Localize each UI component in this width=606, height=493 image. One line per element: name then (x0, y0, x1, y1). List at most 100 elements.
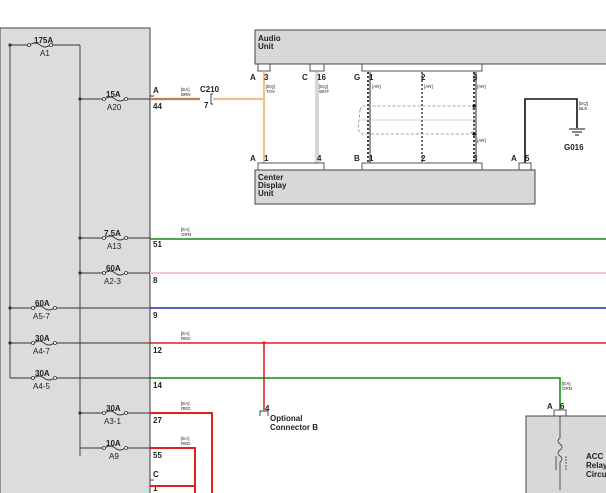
fuse-a3-1: 30A A3-1 (80, 404, 150, 426)
shield-label-2: [AR] (424, 84, 433, 89)
audio-unit-box (254, 29, 606, 65)
ground-symbol (569, 128, 585, 136)
pin-12: 12 (153, 346, 162, 355)
wire-green-14 (150, 377, 561, 410)
display-conn-a: A (250, 154, 256, 163)
fuse-a20-rating: 15A (106, 90, 121, 99)
wire-a20-label-b: BRN (181, 92, 191, 97)
audio-pin-g3: 3 (473, 73, 478, 82)
fuse-a2-3: 60A A2-3 (80, 264, 150, 286)
optional-connector-line2: Connector B (270, 423, 318, 432)
fuse-block-bus-lines (9, 44, 81, 456)
display-pin-b2: 2 (421, 154, 426, 163)
wire-a20-label-a: [EA] (181, 87, 190, 92)
shield-label-1: [AR] (372, 84, 381, 89)
fuse-block-conn-a: A (153, 86, 159, 95)
fuse-a2-3-name: A2-3 (104, 277, 121, 286)
fuse-a4-7-rating: 30A (35, 334, 50, 343)
audio-unit-connectors (257, 63, 483, 72)
wire-p12-label-a: [EA] (181, 331, 190, 336)
fuse-a3-1-rating: 30A (106, 404, 121, 413)
wire-audio16-label-b: WHT (319, 89, 329, 94)
display-pin-a1: 1 (264, 154, 269, 163)
pin-14: 14 (153, 381, 162, 390)
wire-ground-label-b: BLK (579, 106, 588, 111)
fuse-a9-name: A9 (109, 452, 119, 461)
center-display-box (254, 169, 536, 205)
fuse-block-connector (149, 95, 154, 490)
fuse-a4-7-name: A4-7 (33, 347, 50, 356)
wire-a13-label-a: [EA] (181, 227, 190, 232)
audio-conn-c: C (302, 73, 308, 82)
fuse-a5-7-name: A5-7 (33, 312, 50, 321)
connector-c210: C210 7 (200, 85, 220, 110)
acc-relay-line2: Relay (586, 461, 606, 470)
display-pin-a4: 4 (317, 154, 322, 163)
ground-name: G016 (564, 143, 584, 152)
wire-p55-label-b: RED (181, 441, 191, 446)
display-conn-b: B (354, 154, 360, 163)
display-conn-a2: A (511, 154, 517, 163)
wire-p27-label-b: RED (181, 406, 191, 411)
fuse-a4-5-rating: 30A (35, 369, 50, 378)
fuse-a4-7: 30A A4-7 (10, 334, 150, 356)
display-pin-a5: 5 (525, 154, 530, 163)
fuse-a9: 10A A9 (80, 439, 150, 461)
fuse-a1-rating: 175A (34, 36, 53, 45)
audio-conn-g: G (354, 73, 360, 82)
optional-connector-b: 4 Optional Connector B (259, 404, 318, 432)
wire-audio16-label-a: [EQ] (319, 84, 328, 89)
fuse-a4-5-name: A4-5 (33, 382, 50, 391)
fuse-a13-name: A13 (107, 242, 122, 251)
pin-55: 55 (153, 451, 162, 460)
shield-label-4: [AR] (477, 138, 486, 143)
center-display-title-3: Unit (258, 189, 274, 198)
fuse-a2-3-rating: 60A (106, 264, 121, 273)
pin-1: 1 (153, 484, 158, 493)
audio-pin-a3: 3 (264, 73, 269, 82)
pin-9: 9 (153, 311, 158, 320)
acc-relay-conn: A (547, 402, 553, 411)
fuse-block-conn-c: C (153, 470, 159, 479)
center-display-title-2: Display (258, 181, 287, 190)
acc-relay-line1: ACC (586, 452, 604, 461)
display-pin-b3: 3 (473, 154, 478, 163)
acc-relay-pin: 6 (560, 402, 565, 411)
fuse-a20-name: A20 (107, 103, 122, 112)
wire-p12-label-b: RED (181, 336, 191, 341)
display-pin-b1: 1 (369, 154, 374, 163)
fuse-a1-name: A1 (40, 49, 50, 58)
wire-p55-label-a: [EA] (181, 436, 190, 441)
display-unit-connectors (257, 162, 532, 171)
audio-unit-title-1: Audio (258, 34, 281, 43)
optional-connector-pin: 4 (265, 404, 270, 413)
audio-pin-g2: 2 (421, 73, 426, 82)
wire-red-27 (150, 412, 213, 493)
wire-acc-label-a: [EA] (562, 381, 571, 386)
wire-audio3-label-b: TAN (266, 89, 275, 94)
wire-ground-label-a: [EQ] (579, 101, 588, 106)
audio-pin-c16: 16 (317, 73, 326, 82)
fuse-a3-1-name: A3-1 (104, 417, 121, 426)
optional-connector-line1: Optional (270, 414, 302, 423)
shield-label-3: [AR] (477, 84, 486, 89)
c210-name: C210 (200, 85, 220, 94)
pin-51: 51 (153, 240, 162, 249)
fuse-block-body (0, 27, 151, 493)
pin-44: 44 (153, 102, 162, 111)
fuse-a5-7-rating: 60A (35, 299, 50, 308)
acc-relay-line3: Circu (586, 470, 606, 479)
fuse-a20: 15A A20 (80, 90, 150, 112)
pin-8: 8 (153, 276, 158, 285)
pin-27: 27 (153, 416, 162, 425)
wire-p27-label-a: [EA] (181, 401, 190, 406)
wire-ground (524, 98, 578, 163)
wire-audio3-label-a: [EQ] (266, 84, 275, 89)
fuse-a9-rating: 10A (106, 439, 121, 448)
audio-unit-title-2: Unit (258, 42, 274, 51)
acc-relay: A 6 ACC Relay Circu (525, 402, 606, 493)
fuse-a1: 175A A1 (27, 36, 53, 58)
wire-acc-label-b: GRN (562, 386, 572, 391)
shielded-cable (357, 72, 477, 163)
